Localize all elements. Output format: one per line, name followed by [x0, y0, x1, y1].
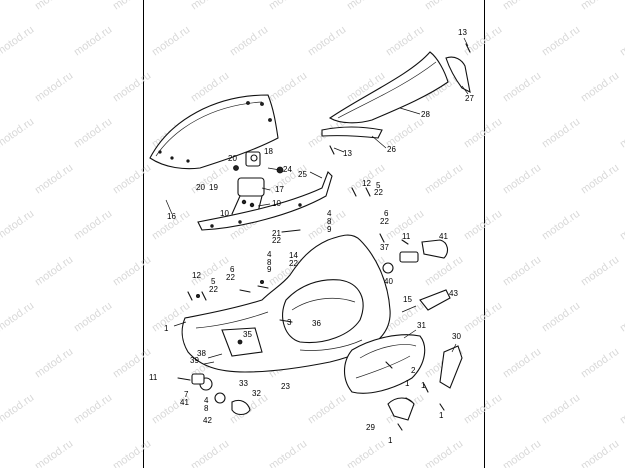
- fasteners: [177, 43, 471, 431]
- callout-label: 12: [192, 271, 201, 280]
- callout-label: 8: [327, 217, 332, 226]
- callout-label: 38: [197, 349, 206, 358]
- callout-label: 2: [411, 366, 416, 375]
- callout-label: 20: [196, 183, 205, 192]
- callout-label: 20: [228, 154, 237, 163]
- callout-label: 22: [226, 273, 235, 282]
- callout-label: 14: [289, 251, 298, 260]
- headlight-unit: [343, 334, 426, 394]
- callout-label: 31: [417, 321, 426, 330]
- callout-label: 23: [281, 382, 290, 391]
- callout-label: 4: [267, 250, 272, 259]
- callout-label: 10: [220, 209, 229, 218]
- callout-label: 12: [362, 179, 371, 188]
- callout-label: 22: [374, 188, 383, 197]
- callout-label: 4: [327, 209, 332, 218]
- lower-deflector-strip: [321, 126, 383, 139]
- headlight-cowl-part: [181, 234, 391, 373]
- callout-label: 10: [272, 199, 281, 208]
- callout-label: 42: [203, 416, 212, 425]
- callout-label: 8: [267, 258, 272, 267]
- windshield-lower-trim: [197, 171, 333, 231]
- callout-label: 1: [421, 381, 426, 390]
- callout-label: 3: [287, 318, 292, 327]
- callout-label: 28: [421, 110, 430, 119]
- windshield-bracket-assembly: [231, 151, 284, 215]
- callout-label: 15: [403, 295, 412, 304]
- callout-label: 1: [439, 411, 444, 420]
- callout-label: 6: [230, 265, 235, 274]
- callout-label: 1: [388, 436, 393, 445]
- callout-label: 32: [252, 389, 261, 398]
- callout-label: 11: [149, 373, 158, 382]
- callout-label: 25: [298, 170, 307, 179]
- callout-label: 5: [211, 277, 216, 286]
- headlight-bracket-right: [439, 345, 463, 389]
- callout-label: 11: [402, 232, 411, 241]
- callout-label: 24: [283, 165, 292, 174]
- callout-label: 1: [405, 379, 410, 388]
- callout-label: 27: [465, 94, 474, 103]
- callout-label: 5: [376, 181, 381, 190]
- callout-label: 36: [312, 319, 321, 328]
- callout-label: 18: [264, 147, 273, 156]
- callout-label: 22: [272, 236, 281, 245]
- diagram-frame: [143, 0, 485, 468]
- callout-label: 41: [439, 232, 448, 241]
- callout-label: 21: [272, 229, 281, 238]
- mount-bracket-43: [419, 289, 451, 311]
- callout-label: 16: [167, 212, 176, 221]
- callout-label: 43: [449, 289, 458, 298]
- callout-label: 26: [387, 145, 396, 154]
- callout-label: 37: [380, 243, 389, 252]
- windshield-part: [149, 94, 279, 170]
- callout-label: 9: [267, 265, 272, 274]
- callout-label: 17: [275, 185, 284, 194]
- right-turn-signal: [382, 239, 449, 274]
- callout-label: 39: [190, 356, 199, 365]
- left-turn-signal: [191, 373, 251, 416]
- callout-label: 6: [384, 209, 389, 218]
- callout-label: 33: [239, 379, 248, 388]
- callout-label: 41: [180, 398, 189, 407]
- callout-label: 13: [458, 28, 467, 37]
- callout-label: 22: [209, 285, 218, 294]
- callout-label: 8: [204, 404, 209, 413]
- callout-label: 29: [366, 423, 375, 432]
- callout-label: 40: [384, 277, 393, 286]
- callout-label: 4: [204, 396, 209, 405]
- callout-label: 35: [243, 330, 252, 339]
- callout-label: 13: [343, 149, 352, 158]
- callout-label: 30: [452, 332, 461, 341]
- callout-label: 1: [164, 324, 169, 333]
- callout-label: 9: [327, 225, 332, 234]
- callout-label: 19: [209, 183, 218, 192]
- callout-label: 22: [380, 217, 389, 226]
- upper-deflector-part: [328, 51, 471, 124]
- callout-label: 22: [289, 259, 298, 268]
- callout-leaders: [165, 37, 469, 365]
- callout-label: 7: [184, 390, 189, 399]
